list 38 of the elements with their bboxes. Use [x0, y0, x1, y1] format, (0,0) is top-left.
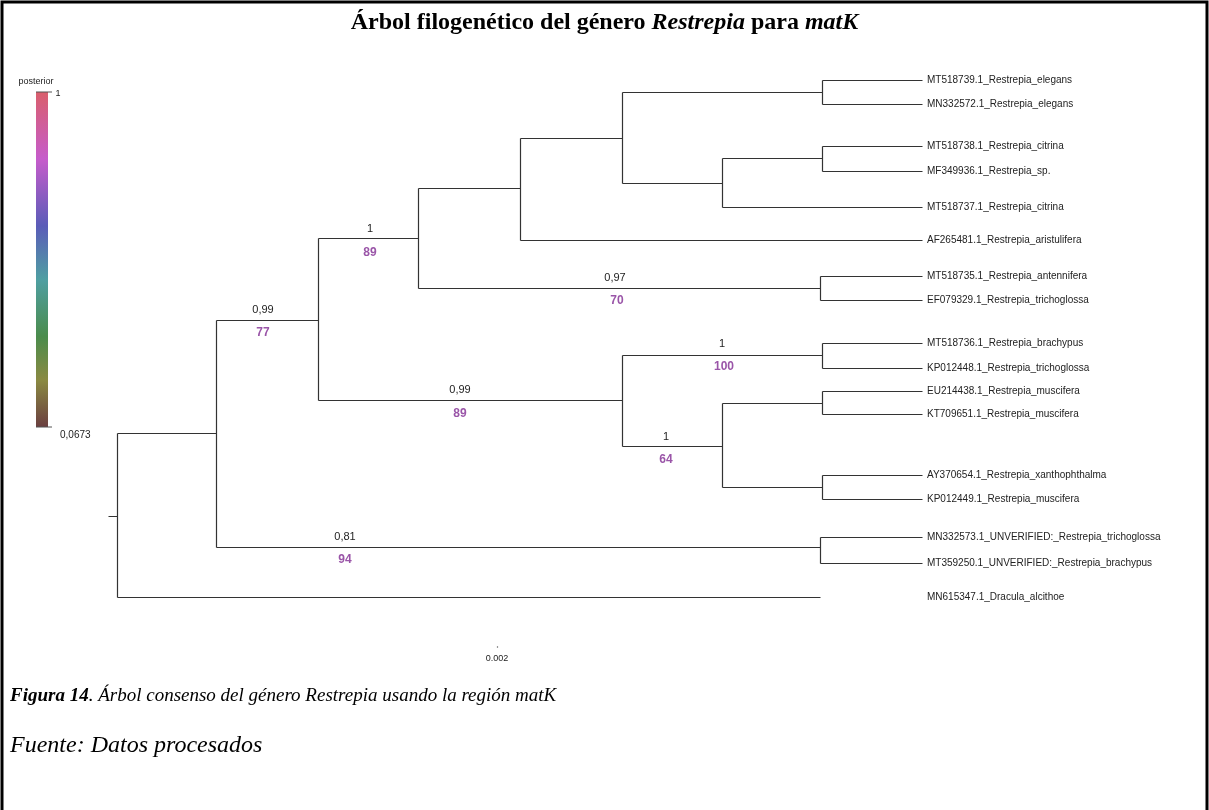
posterior-value: 0,81 — [334, 529, 356, 543]
bootstrap-value: 77 — [256, 326, 270, 340]
taxon-label: MN615347.1_Dracula_alcithoe — [927, 591, 1065, 603]
scale-label: 0.002 — [485, 652, 509, 664]
taxon-label: EF079329.1_Restrepia_trichoglossa — [927, 294, 1089, 306]
taxon-label: AY370654.1_Restrepia_xanthophthalma — [927, 469, 1107, 481]
posterior-value: 0,99 — [252, 302, 274, 316]
posterior-value: 1 — [366, 221, 374, 235]
taxon-label: MT518735.1_Restrepia_antennifera — [927, 270, 1088, 282]
scale-label: 1 — [55, 87, 61, 99]
posterior-value: 0,99 — [449, 382, 471, 396]
figure-caption: Figura 14. Árbol consenso del género Restrepia usando la región matK — [10, 684, 557, 706]
bootstrap-value: 89 — [453, 407, 467, 421]
taxon-label: KT709651.1_Restrepia_muscifera — [927, 408, 1079, 420]
taxon-label: MN332572.1_Restrepia_elegans — [927, 98, 1074, 110]
diagram-title: Árbol filogenético del género Restrepia para matK — [349, 8, 861, 36]
posterior-value: 1 — [662, 429, 670, 443]
taxon-label: MT518737.1_Restrepia_citrina — [927, 201, 1064, 213]
taxon-label: MN332573.1_UNVERIFIED:_Restrepia_trichoglossa — [927, 531, 1161, 543]
bootstrap-value: 89 — [363, 246, 377, 260]
taxon-label: EU214438.1_Restrepia_muscifera — [927, 385, 1080, 397]
scale-label: posterior — [18, 75, 54, 87]
bootstrap-value: 94 — [338, 553, 352, 567]
posterior-value: 0,97 — [604, 270, 626, 284]
source-note: Fuente: Datos procesados — [10, 731, 263, 759]
bootstrap-value: 70 — [610, 294, 624, 308]
bootstrap-value: 64 — [659, 453, 673, 467]
taxon-label: MT518738.1_Restrepia_citrina — [927, 140, 1064, 152]
taxon-label: MT359250.1_UNVERIFIED:_Restrepia_brachypus — [927, 557, 1153, 569]
taxon-label: MT518736.1_Restrepia_brachypus — [927, 337, 1084, 349]
taxon-label: AF265481.1_Restrepia_aristulifera — [927, 234, 1082, 246]
scale-label: 0,0673 — [60, 429, 91, 441]
taxon-label: MT518739.1_Restrepia_elegans — [927, 74, 1073, 86]
taxon-label: KP012448.1_Restrepia_trichoglossa — [927, 362, 1090, 374]
bootstrap-value: 100 — [714, 360, 734, 374]
taxon-label: MF349936.1_Restrepia_sp. — [927, 165, 1051, 177]
taxon-label: KP012449.1_Restrepia_muscifera — [927, 493, 1080, 505]
posterior-value: 1 — [718, 336, 726, 350]
